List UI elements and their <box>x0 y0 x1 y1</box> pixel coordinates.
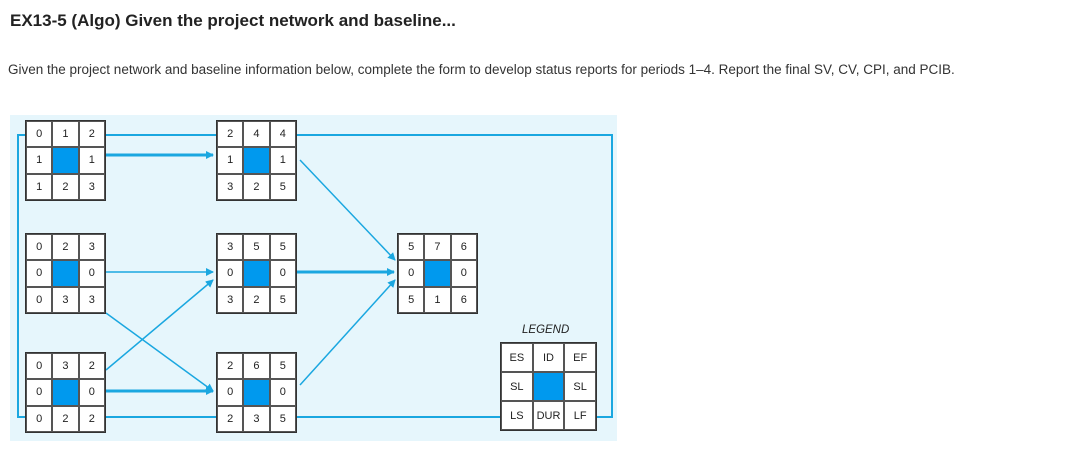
node-ls: 0 <box>26 286 53 313</box>
node-ls: 5 <box>398 286 425 313</box>
problem-description: Given the project network and baseline i… <box>8 62 955 77</box>
node-ef: 2 <box>78 121 105 148</box>
node-sl-right: 0 <box>269 260 296 287</box>
node-sl-left: 0 <box>398 260 425 287</box>
node-ls: 3 <box>217 173 244 200</box>
network-frame <box>17 134 613 418</box>
arrow-3-5 <box>105 279 214 371</box>
node-dur: 3 <box>243 405 270 432</box>
node-center-fill <box>52 260 79 287</box>
node-ef: 3 <box>78 234 105 261</box>
node-sl-right: 1 <box>78 147 105 174</box>
legend-dur: DUR <box>532 401 565 430</box>
node-id: 7 <box>424 234 451 261</box>
legend-es: ES <box>501 343 533 372</box>
activity-node-1: 0 1 2 1 1 1 2 3 <box>25 120 106 201</box>
node-center-fill <box>243 379 270 406</box>
node-center-fill <box>424 260 451 287</box>
node-dur: 2 <box>52 173 79 200</box>
network-connections <box>17 134 613 418</box>
node-ls: 0 <box>26 405 53 432</box>
activity-node-4: 2 4 4 1 1 3 2 5 <box>216 120 297 201</box>
node-sl-right: 0 <box>450 260 477 287</box>
node-lf: 2 <box>78 405 105 432</box>
node-es: 0 <box>26 234 53 261</box>
node-lf: 5 <box>269 286 296 313</box>
project-network-diagram: 0 1 2 1 1 1 2 3 0 2 3 0 0 0 3 3 0 3 2 0 … <box>10 115 617 441</box>
node-dur: 3 <box>52 286 79 313</box>
node-center-fill <box>52 147 79 174</box>
node-sl-left: 0 <box>217 379 244 406</box>
node-ef: 6 <box>450 234 477 261</box>
node-lf: 6 <box>450 286 477 313</box>
node-ls: 2 <box>217 405 244 432</box>
node-sl-left: 1 <box>217 147 244 174</box>
node-dur: 2 <box>243 173 270 200</box>
node-es: 5 <box>398 234 425 261</box>
node-center-fill <box>243 147 270 174</box>
node-sl-left: 0 <box>26 379 53 406</box>
activity-node-6: 2 6 5 0 0 2 3 5 <box>216 352 297 433</box>
node-id: 4 <box>243 121 270 148</box>
node-dur: 2 <box>52 405 79 432</box>
legend-ef: EF <box>564 343 596 372</box>
legend-id: ID <box>532 343 565 372</box>
node-sl-right: 1 <box>269 147 296 174</box>
arrow-2-6 <box>105 312 214 392</box>
node-es: 0 <box>26 121 53 148</box>
node-lf: 5 <box>269 405 296 432</box>
node-dur: 1 <box>424 286 451 313</box>
node-ls: 3 <box>217 286 244 313</box>
node-sl-left: 0 <box>26 260 53 287</box>
node-ef: 5 <box>269 234 296 261</box>
activity-node-2: 0 2 3 0 0 0 3 3 <box>25 233 106 314</box>
node-ef: 4 <box>269 121 296 148</box>
legend-lf: LF <box>564 401 596 430</box>
node-ls: 1 <box>26 173 53 200</box>
arrow-6-7 <box>299 279 396 386</box>
node-id: 1 <box>52 121 79 148</box>
node-lf: 5 <box>269 173 296 200</box>
node-es: 2 <box>217 121 244 148</box>
node-id: 6 <box>243 353 270 380</box>
activity-node-5: 3 5 5 0 0 3 2 5 <box>216 233 297 314</box>
node-es: 2 <box>217 353 244 380</box>
node-es: 3 <box>217 234 244 261</box>
node-es: 0 <box>26 353 53 380</box>
legend-sl-right: SL <box>564 372 596 401</box>
node-ef: 5 <box>269 353 296 380</box>
arrow-4-7 <box>299 159 396 261</box>
legend-box: ES ID EF SL SL LS DUR LF <box>500 342 597 431</box>
node-sl-left: 0 <box>217 260 244 287</box>
node-sl-left: 1 <box>26 147 53 174</box>
node-id: 5 <box>243 234 270 261</box>
node-dur: 2 <box>243 286 270 313</box>
node-sl-right: 0 <box>269 379 296 406</box>
node-id: 2 <box>52 234 79 261</box>
node-sl-right: 0 <box>78 379 105 406</box>
activity-node-7: 5 7 6 0 0 5 1 6 <box>397 233 478 314</box>
activity-node-3: 0 3 2 0 0 0 2 2 <box>25 352 106 433</box>
node-lf: 3 <box>78 286 105 313</box>
node-sl-right: 0 <box>78 260 105 287</box>
node-id: 3 <box>52 353 79 380</box>
node-ef: 2 <box>78 353 105 380</box>
legend-title: LEGEND <box>522 324 570 336</box>
node-lf: 3 <box>78 173 105 200</box>
legend-center-fill <box>532 372 565 401</box>
page-title: EX13-5 (Algo) Given the project network … <box>10 11 456 30</box>
legend-ls: LS <box>501 401 533 430</box>
node-center-fill <box>243 260 270 287</box>
node-center-fill <box>52 379 79 406</box>
legend-sl-left: SL <box>501 372 533 401</box>
